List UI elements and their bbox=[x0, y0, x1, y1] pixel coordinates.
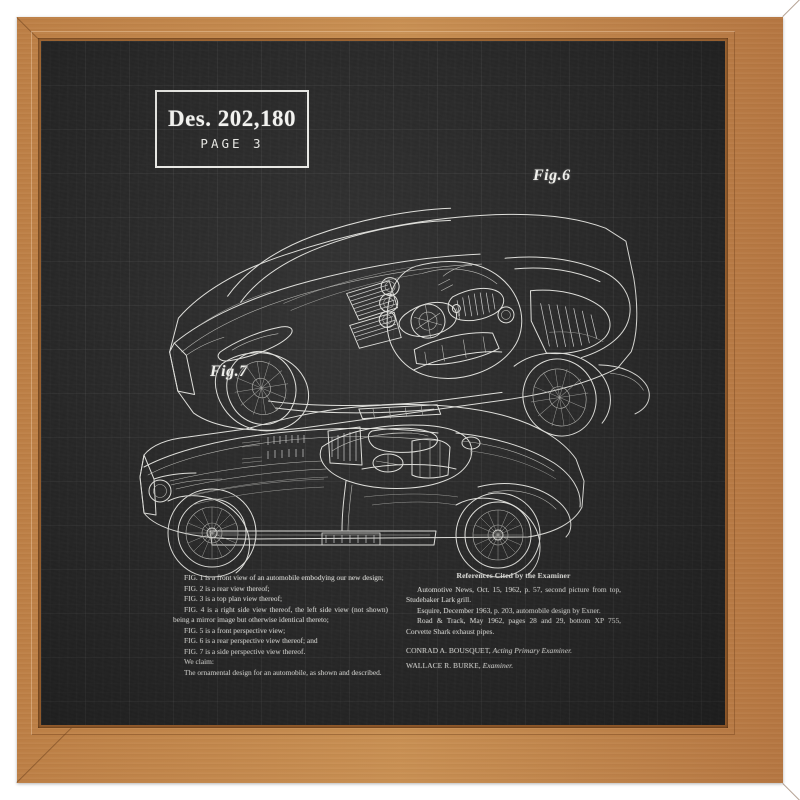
examiner-role: Examiner. bbox=[482, 661, 514, 671]
examiner-name: WALLACE R. BURKE, bbox=[406, 661, 481, 671]
examiner-signature-block: CONRAD A. BOUSQUET, Acting Primary Exami… bbox=[406, 646, 621, 672]
examiner-row: WALLACE R. BURKE, Examiner. bbox=[406, 661, 621, 672]
spec-line-5: FIG. 5 is a front perspective view; bbox=[184, 625, 286, 635]
references-heading: References Cited by the Examiner bbox=[456, 571, 571, 580]
spec-line-1: FIG. 1 is a front view of an automobile … bbox=[184, 573, 384, 582]
patent-page-label: PAGE 3 bbox=[200, 136, 264, 152]
frame-mitre-top-right bbox=[782, 0, 800, 17]
claim-text: The ornamental design for an automobile,… bbox=[184, 667, 382, 677]
spec-line-4: FIG. 4 is a right side view thereof, the… bbox=[173, 604, 388, 625]
reference-item-3: Road & Track, May 1962, pages 28 and 29,… bbox=[406, 616, 621, 636]
reference-item-1: Automotive News, Oct. 15, 1962, p. 57, s… bbox=[406, 584, 621, 605]
frame-mitre-bottom-right bbox=[782, 783, 800, 800]
examiner-name: CONRAD A. BOUSQUET, bbox=[406, 646, 491, 656]
examiner-role: Acting Primary Examiner. bbox=[492, 646, 573, 656]
examiner-row: CONRAD A. BOUSQUET, Acting Primary Exami… bbox=[406, 646, 621, 657]
figure-drawing-fig6 bbox=[136, 166, 656, 456]
spec-line-3: FIG. 3 is a top plan view thereof; bbox=[184, 594, 283, 604]
claim-intro: We claim: bbox=[184, 657, 214, 667]
spec-line-2: FIG. 2 is a rear view thereof; bbox=[184, 583, 270, 593]
patent-print-artwork: Des. 202,180 PAGE 3 Fig.6 Fig.7 bbox=[41, 41, 725, 725]
references-text-column: References Cited by the Examiner Automot… bbox=[406, 571, 621, 676]
patent-number: Des. 202,180 bbox=[167, 106, 297, 132]
figure-drawing-fig7 bbox=[126, 381, 596, 596]
figure-label-fig6: Fig.6 bbox=[533, 167, 571, 184]
spec-line-7: FIG. 7 is a side perspective view thereo… bbox=[184, 646, 306, 656]
reference-item-2: Esquire, December 1963, p. 203, automobi… bbox=[417, 605, 601, 615]
patent-title-box: Des. 202,180 PAGE 3 bbox=[155, 90, 309, 168]
specification-text-column: FIG. 1 is a front view of an automobile … bbox=[173, 573, 388, 678]
spec-line-6: FIG. 6 is a rear perspective view thereo… bbox=[184, 636, 318, 646]
